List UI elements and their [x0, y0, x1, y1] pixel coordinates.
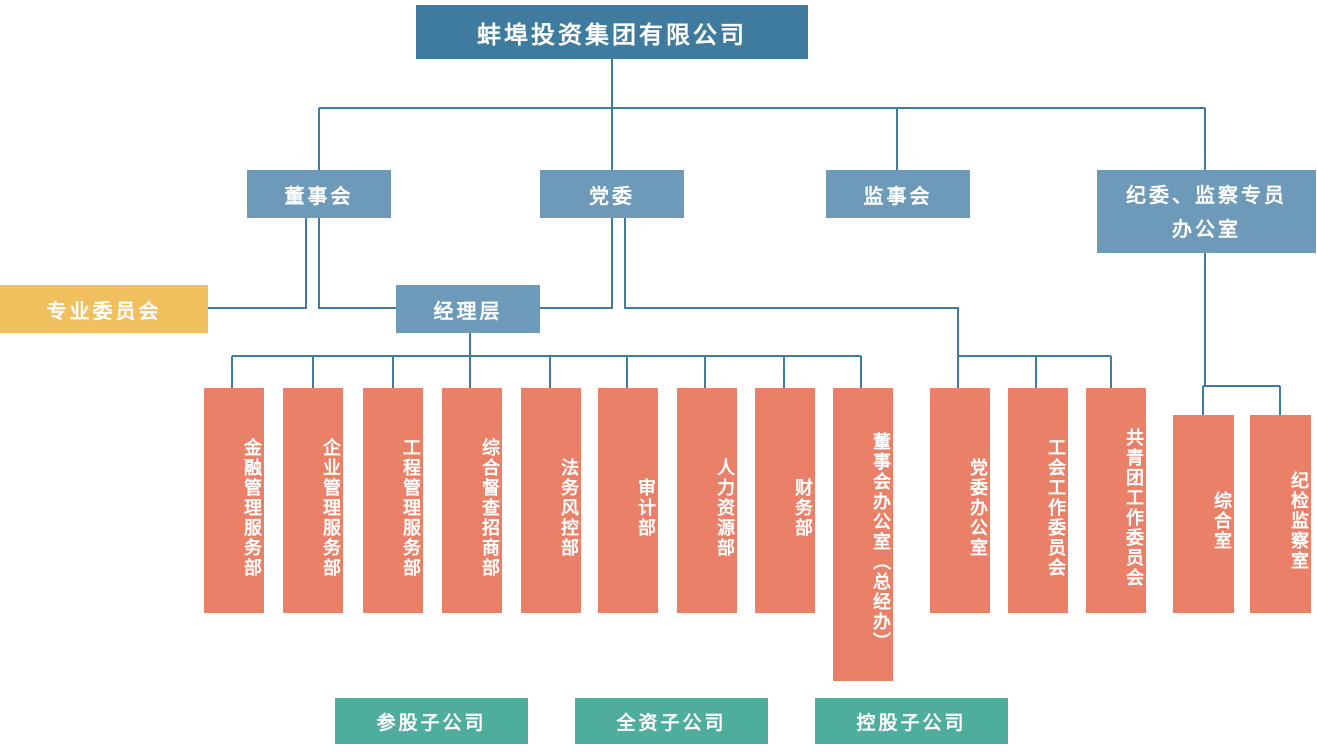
department-node: 法务风控部 — [521, 388, 581, 613]
connector-board-management — [318, 218, 397, 309]
subsidiary-node: 控股子公司 — [815, 698, 1008, 744]
root-label: 蚌埠投资集团有限公司 — [477, 20, 747, 49]
department-label: 董事会办公室（总经办） — [870, 431, 891, 652]
discipline-unit-node: 综合室 — [1173, 415, 1234, 613]
subsidiary-label: 控股子公司 — [856, 711, 967, 734]
party-unit-label: 党委办公室 — [967, 457, 988, 558]
subsidiary-label: 全资子公司 — [616, 711, 727, 734]
subsidiary-label: 参股子公司 — [376, 711, 487, 734]
department-label: 金融管理服务部 — [241, 437, 262, 578]
department-node: 财务部 — [755, 388, 815, 613]
discipline-unit-label: 综合室 — [1211, 491, 1232, 551]
department-node: 工程管理服务部 — [363, 388, 423, 613]
connector-board-committee — [208, 218, 307, 309]
department-node: 审计部 — [598, 388, 658, 613]
department-node: 人力资源部 — [677, 388, 737, 613]
department-node: 综合督查招商部 — [442, 388, 502, 613]
party-unit-node: 共青团工作委员会 — [1086, 388, 1146, 613]
supervisors-label: 监事会 — [863, 183, 933, 208]
discipline-unit-label: 纪检监察室 — [1288, 471, 1309, 571]
subsidiary-node: 参股子公司 — [335, 698, 528, 744]
management-node: 经理层 — [396, 285, 540, 333]
party-unit-label: 共青团工作委员会 — [1123, 427, 1144, 588]
department-label: 综合督查招商部 — [479, 437, 500, 578]
department-node: 金融管理服务部 — [204, 388, 264, 613]
discipline-node: 纪委、监察专员办公室 — [1097, 170, 1316, 253]
discipline-unit-node: 纪检监察室 — [1250, 415, 1311, 613]
committee-label: 专业委员会 — [46, 298, 162, 323]
party-unit-node: 党委办公室 — [930, 388, 990, 613]
board-label: 董事会 — [284, 183, 354, 208]
department-label: 审计部 — [635, 477, 656, 538]
management-label: 经理层 — [433, 298, 503, 323]
committee-node: 专业委员会 — [0, 285, 208, 333]
connector-party-units — [624, 218, 959, 356]
party-unit-node: 工会工作委员会 — [1008, 388, 1068, 613]
supervisors-node: 监事会 — [826, 170, 970, 218]
department-node: 企业管理服务部 — [283, 388, 343, 613]
department-label: 企业管理服务部 — [320, 437, 341, 578]
discipline-label: 纪委、监察专员办公室 — [1126, 182, 1287, 241]
party-unit-label: 工会工作委员会 — [1045, 437, 1066, 578]
party-committee-label: 党委 — [589, 183, 635, 208]
department-label: 工程管理服务部 — [400, 437, 421, 578]
board-node: 董事会 — [247, 170, 391, 218]
department-label: 财务部 — [792, 477, 813, 538]
department-label: 人力资源部 — [714, 457, 735, 558]
department-node: 董事会办公室（总经办） — [833, 388, 893, 681]
root-node: 蚌埠投资集团有限公司 — [416, 5, 808, 59]
department-label: 法务风控部 — [558, 457, 579, 558]
connector-party-management — [540, 218, 613, 309]
party-committee-node: 党委 — [540, 170, 684, 218]
subsidiary-node: 全资子公司 — [575, 698, 768, 744]
